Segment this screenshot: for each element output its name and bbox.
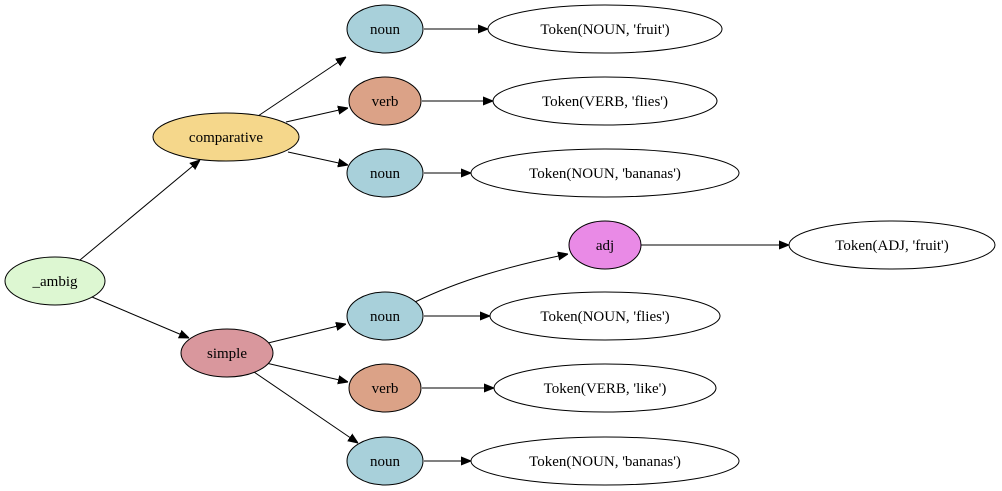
token-verb-flies-label: Token(VERB, 'flies'): [542, 94, 668, 110]
node-comparative-verb-shape: [348, 76, 422, 126]
edge-root-comparative: [79, 160, 200, 261]
node-comparative-noun2-label: noun: [370, 166, 401, 182]
token-noun-flies-shape: [489, 291, 721, 341]
node-simple-noun2: noun: [346, 436, 424, 486]
edge-root-simple: [91, 296, 189, 338]
token-noun-fruit: Token(NOUN, 'fruit'): [487, 4, 723, 54]
token-noun-bananas-2-shape: [470, 436, 740, 486]
node-comparative-noun-label: noun: [370, 22, 401, 38]
node-comparative-verb-label: verb: [372, 94, 399, 110]
node-root: _ambig: [4, 256, 106, 306]
node-comparative-noun-shape: [346, 4, 424, 54]
node-simple-noun-label: noun: [370, 309, 401, 325]
node-simple-verb-shape: [348, 363, 422, 413]
node-simple: simple: [180, 328, 274, 378]
node-simple-adj-label: adj: [596, 238, 614, 254]
token-noun-flies-label: Token(NOUN, 'flies'): [540, 309, 669, 325]
edge-comparative-noun: [257, 57, 346, 117]
node-comparative-noun: noun: [346, 4, 424, 54]
token-noun-fruit-shape: [487, 4, 723, 54]
node-simple-noun: noun: [346, 291, 424, 341]
token-noun-bananas-1: Token(NOUN, 'bananas'): [470, 148, 740, 198]
node-simple-noun-shape: [346, 291, 424, 341]
node-simple-noun2-label: noun: [370, 454, 401, 470]
token-verb-like-label: Token(VERB, 'like'): [544, 381, 667, 397]
token-adj-fruit-label: Token(ADJ, 'fruit'): [835, 238, 949, 254]
node-comparative-verb: verb: [348, 76, 422, 126]
node-comparative-shape: [152, 112, 300, 162]
node-comparative-label: comparative: [189, 130, 263, 146]
edge-comparative-noun2: [287, 151, 348, 165]
token-adj-fruit: Token(ADJ, 'fruit'): [788, 220, 996, 270]
edge-simple-noun: [267, 324, 346, 344]
token-verb-like: Token(VERB, 'like'): [493, 363, 717, 413]
token-noun-bananas-1-shape: [470, 148, 740, 198]
node-simple-label: simple: [207, 346, 247, 362]
edge-simple-verb: [265, 362, 348, 382]
edge-snoun-adj: [414, 254, 568, 303]
node-simple-shape: [180, 328, 274, 378]
token-noun-bananas-2: Token(NOUN, 'bananas'): [470, 436, 740, 486]
token-verb-flies-shape: [492, 76, 718, 126]
node-comparative: comparative: [152, 112, 300, 162]
token-verb-like-shape: [493, 363, 717, 413]
edges: [79, 29, 789, 461]
node-root-label: _ambig: [32, 274, 78, 290]
node-simple-noun2-shape: [346, 436, 424, 486]
node-comparative-noun2-shape: [346, 148, 424, 198]
token-noun-fruit-label: Token(NOUN, 'fruit'): [540, 22, 669, 38]
node-simple-adj-shape: [568, 220, 642, 270]
token-verb-flies: Token(VERB, 'flies'): [492, 76, 718, 126]
edge-comparative-verb: [285, 108, 348, 123]
token-noun-bananas-1-label: Token(NOUN, 'bananas'): [529, 166, 681, 182]
node-comparative-noun2: noun: [346, 148, 424, 198]
edge-simple-noun2: [253, 371, 358, 443]
token-noun-flies: Token(NOUN, 'flies'): [489, 291, 721, 341]
node-root-shape: [4, 256, 106, 306]
token-adj-fruit-shape: [788, 220, 996, 270]
token-noun-bananas-2-label: Token(NOUN, 'bananas'): [529, 454, 681, 470]
node-simple-adj: adj: [568, 220, 642, 270]
node-simple-verb: verb: [348, 363, 422, 413]
node-simple-verb-label: verb: [372, 381, 399, 397]
